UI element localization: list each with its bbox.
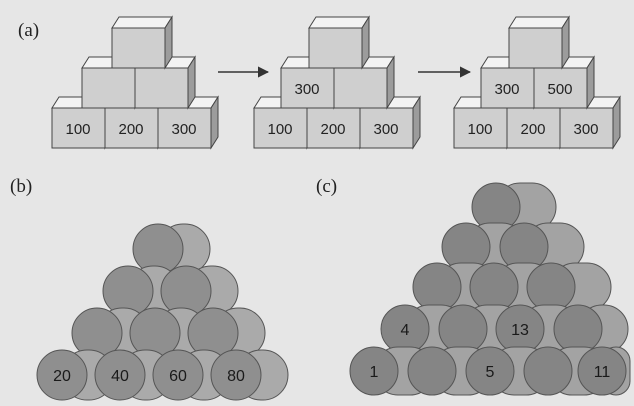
cube-bottom-3-value: 300 — [573, 121, 598, 138]
cube-bottom-3-value: 300 — [373, 121, 398, 138]
panel-b-label: (b) — [10, 176, 33, 197]
cylinder: 40 — [94, 349, 173, 401]
cylinder-value: 4 — [401, 322, 410, 339]
cylinder-value: 11 — [594, 364, 611, 381]
cylinder-value: 13 — [511, 322, 529, 339]
cylinder-value: 1 — [370, 364, 379, 381]
cube-bottom-3-value: 300 — [171, 121, 196, 138]
cylinder-row1: 20 40 60 80 — [36, 349, 289, 401]
cylinder — [499, 222, 585, 272]
cylinder-row2 — [71, 307, 266, 359]
cylinder: 11 — [577, 346, 631, 396]
cylinder-row2: 4 13 — [380, 304, 629, 354]
cylinder-value: 40 — [111, 368, 129, 385]
cube-top — [308, 15, 370, 70]
cylinder-pyramid-b: 20 40 60 80 — [36, 223, 289, 401]
cube-pyramid-step3: 100 200 300 300 500 — [453, 15, 621, 150]
cube-pyramid-step1: 100 200 300 — [51, 15, 219, 150]
cylinder: 80 — [210, 349, 289, 401]
cylinder — [526, 262, 612, 312]
cube-middle-1-value: 300 — [294, 81, 319, 98]
cylinder-value: 20 — [53, 368, 71, 385]
cylinder-row1: 1 5 11 — [349, 346, 631, 396]
cylinder-row3 — [412, 262, 612, 312]
cylinder — [160, 265, 239, 317]
cylinder-value: 80 — [227, 368, 245, 385]
cube-middle-2-value: 500 — [547, 81, 572, 98]
cube-bottom-1-value: 100 — [65, 121, 90, 138]
cylinder-row3 — [102, 265, 239, 317]
cube-top — [111, 15, 173, 70]
cube-bottom-1-value: 100 — [467, 121, 492, 138]
cylinder — [553, 304, 629, 354]
cube-middle-1-value: 300 — [494, 81, 519, 98]
cylinder-row4 — [132, 223, 211, 275]
cylinder-row4 — [441, 222, 585, 272]
cylinder — [187, 307, 266, 359]
cube-pyramid-step2: 100 200 300 300 — [253, 15, 421, 150]
cube-bottom-2-value: 200 — [118, 121, 143, 138]
cylinder — [132, 223, 211, 275]
cube-bottom-1-value: 100 — [267, 121, 292, 138]
cylinder-value: 60 — [169, 368, 187, 385]
cylinder-value: 5 — [486, 364, 495, 381]
cylinder-pyramid-c: 4 13 1 — [349, 182, 631, 396]
cube-bottom-2-value: 200 — [520, 121, 545, 138]
cube-bottom-3: 300 — [359, 95, 421, 150]
panel-c-label: (c) — [316, 176, 338, 197]
cube-top — [508, 15, 570, 70]
panel-a-label: (a) — [18, 20, 40, 41]
cube-bottom-2-value: 200 — [320, 121, 345, 138]
